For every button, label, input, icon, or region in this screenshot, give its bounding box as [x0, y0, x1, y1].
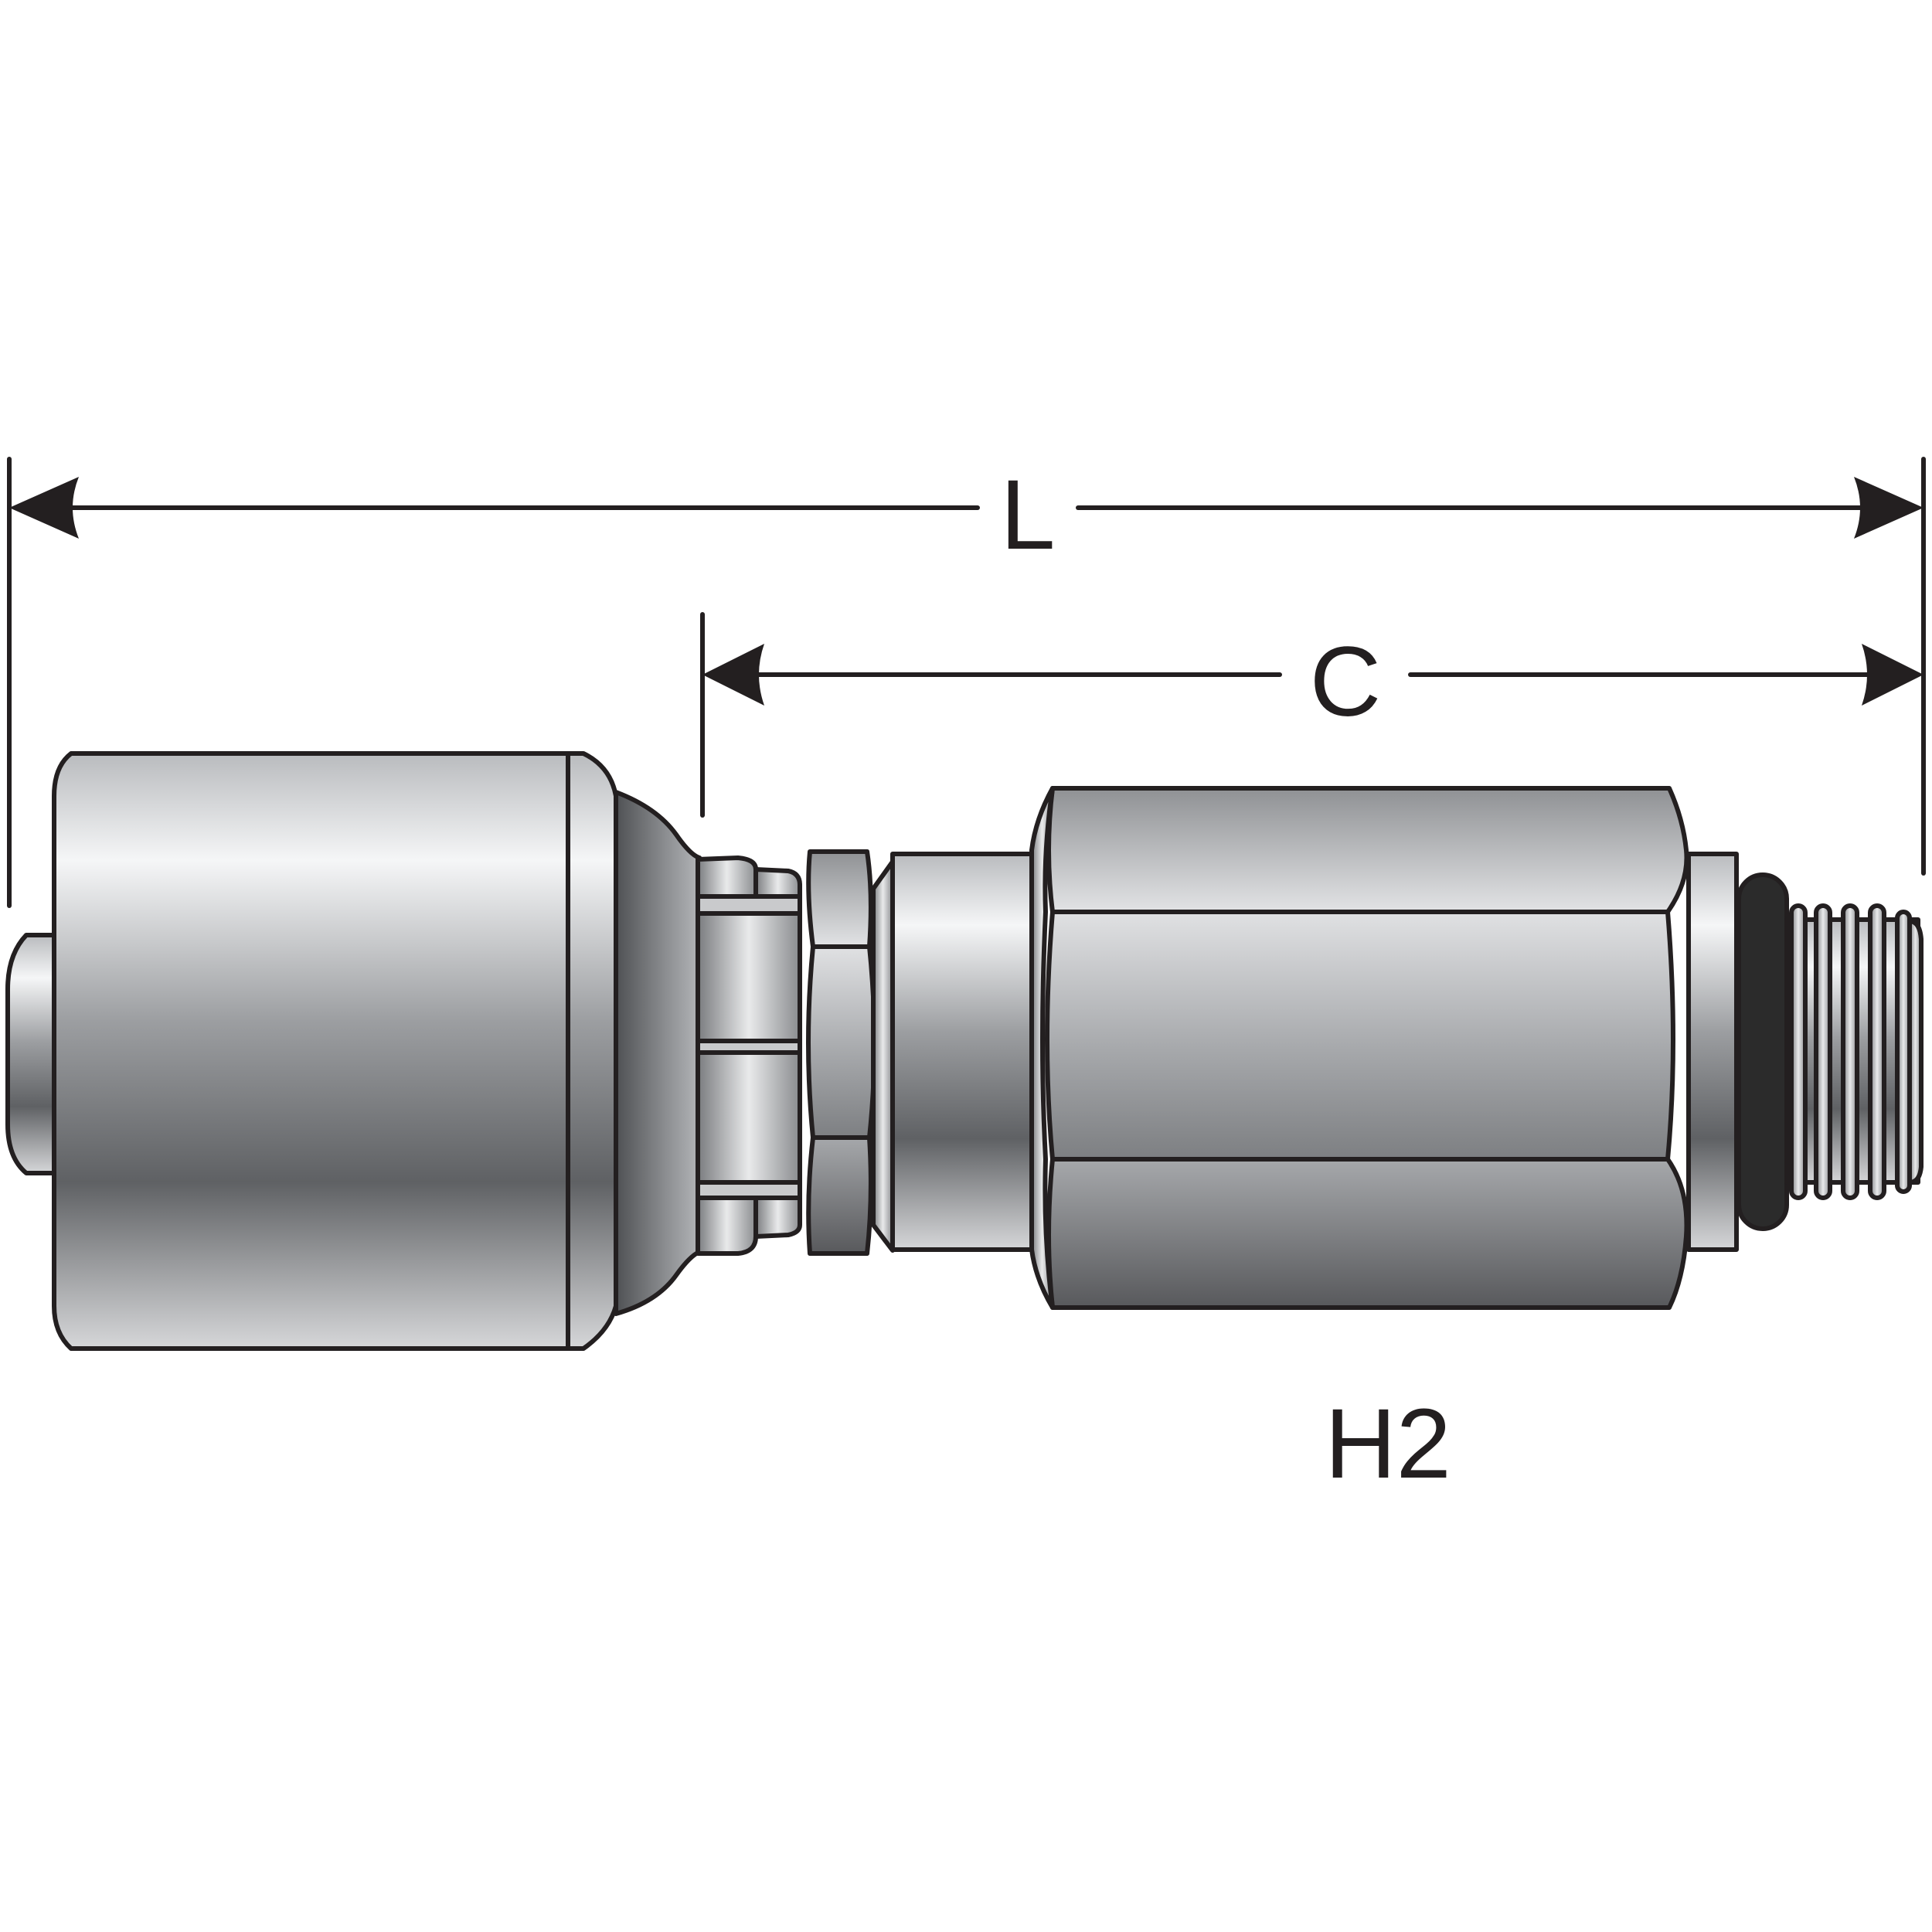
- fitting: [5, 751, 1923, 1351]
- arrow-right-l-icon: [1854, 477, 1923, 539]
- collar-band-5: [696, 1180, 802, 1200]
- small-hex-mid: [806, 944, 877, 1140]
- washer: [1686, 852, 1739, 1252]
- hose-stub: [5, 933, 56, 1175]
- large-hex-left-flank: [1029, 786, 1055, 1310]
- thread-crest: [1814, 903, 1832, 1200]
- dimension-label-c: C: [1310, 627, 1381, 737]
- threads: [1789, 903, 1923, 1200]
- arrow-left-l-icon: [9, 477, 79, 539]
- thread-crest: [1841, 903, 1859, 1200]
- o-ring-seal: [1736, 872, 1789, 1231]
- dimension-label-l: L: [1000, 460, 1055, 570]
- large-hex-top: [1046, 786, 1689, 914]
- dimension-c: [700, 612, 1923, 818]
- arrow-right-c-icon: [1862, 644, 1923, 706]
- arrow-left-c-icon: [702, 644, 764, 706]
- thread-tip: [1907, 919, 1923, 1185]
- thread-crest: [1868, 903, 1886, 1200]
- collar-band-1: [696, 894, 802, 916]
- ferrule-shell: [52, 751, 618, 1351]
- fitting-code-label: H2: [1325, 1389, 1451, 1499]
- large-hex-bot: [1046, 1157, 1689, 1310]
- collar-band-4: [696, 1050, 802, 1185]
- small-hex-bot: [806, 1135, 873, 1256]
- tube-section: [890, 852, 1034, 1252]
- small-hex-top: [806, 849, 873, 949]
- dimension-l: [7, 457, 1926, 908]
- ferrule-neck: [614, 790, 702, 1316]
- thread-crest: [1789, 903, 1808, 1200]
- large-hex-mid: [1045, 910, 1675, 1162]
- transition-cone: [871, 859, 895, 1253]
- collar-band-2: [696, 911, 802, 1043]
